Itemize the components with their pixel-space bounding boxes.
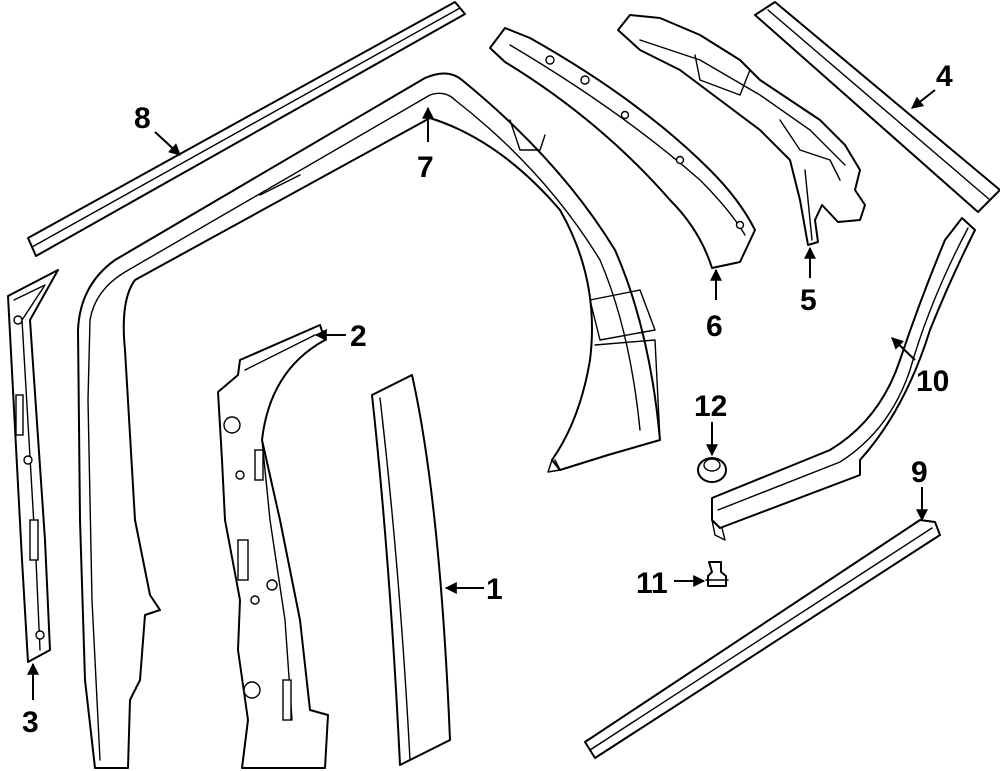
callout-4: 4 bbox=[936, 60, 953, 93]
part-2-pillar-reinforcement bbox=[217, 324, 329, 769]
part-8-roof-molding bbox=[27, 1, 466, 257]
leader-10 bbox=[891, 337, 916, 361]
callout-labels: 1 2 3 4 5 6 7 8 9 10 11 12 bbox=[22, 60, 953, 739]
part-9-rocker-molding bbox=[584, 519, 941, 759]
part-3-pillar-strip bbox=[7, 269, 59, 663]
part-4-roof-side-molding bbox=[754, 1, 1000, 213]
part-11-clip bbox=[705, 561, 729, 587]
part-5-inner-panel bbox=[617, 14, 866, 246]
callout-8: 8 bbox=[134, 102, 151, 135]
leader-8 bbox=[154, 131, 181, 156]
callout-12: 12 bbox=[694, 390, 727, 423]
part-1-pillar-applique bbox=[371, 374, 451, 766]
callout-2: 2 bbox=[350, 320, 367, 353]
part-12-grommet bbox=[697, 457, 727, 483]
leader-lines bbox=[27, 89, 936, 700]
leader-4 bbox=[911, 89, 936, 109]
part-10-arch-molding bbox=[711, 217, 976, 541]
callout-10: 10 bbox=[916, 365, 949, 398]
callout-9: 9 bbox=[911, 456, 928, 489]
callout-3: 3 bbox=[22, 706, 39, 739]
callout-6: 6 bbox=[706, 310, 723, 343]
callout-7: 7 bbox=[417, 151, 434, 184]
callout-11: 11 bbox=[636, 567, 668, 600]
callout-1: 1 bbox=[486, 573, 503, 606]
part-6-pillar-trim bbox=[489, 27, 756, 269]
callout-5: 5 bbox=[800, 284, 817, 317]
